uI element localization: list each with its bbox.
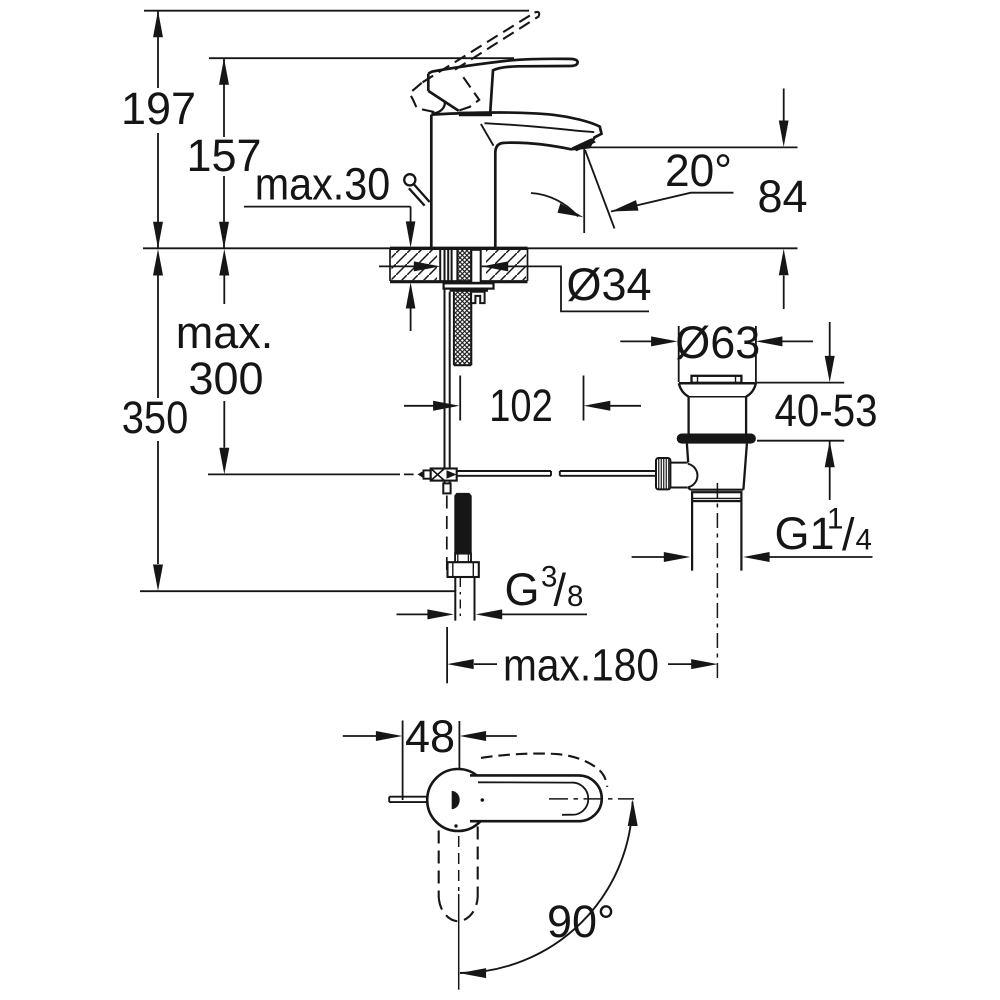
svg-text:Ø34: Ø34	[566, 259, 651, 310]
svg-text:max.: max.	[176, 307, 274, 358]
svg-text:8: 8	[567, 580, 583, 613]
svg-text:20°: 20°	[665, 145, 732, 196]
svg-text:3: 3	[541, 561, 557, 594]
svg-text:197: 197	[121, 83, 196, 134]
svg-text:max.30: max.30	[255, 159, 391, 210]
svg-text:4: 4	[856, 524, 872, 557]
svg-text:84: 84	[757, 171, 807, 222]
svg-text:350: 350	[122, 392, 189, 443]
svg-text:/: /	[842, 509, 855, 560]
svg-text:48: 48	[405, 711, 455, 762]
svg-text:102: 102	[489, 380, 553, 431]
svg-text:/: /	[554, 565, 567, 616]
svg-text:157: 157	[186, 130, 261, 181]
svg-text:max.180: max.180	[503, 640, 659, 691]
svg-text:40-53: 40-53	[775, 385, 878, 436]
svg-text:G1: G1	[775, 508, 835, 559]
svg-text:1: 1	[827, 503, 843, 536]
svg-text:Ø63: Ø63	[675, 317, 760, 368]
svg-text:90°: 90°	[547, 896, 615, 947]
svg-text:300: 300	[188, 353, 263, 404]
svg-text:G: G	[505, 564, 540, 615]
